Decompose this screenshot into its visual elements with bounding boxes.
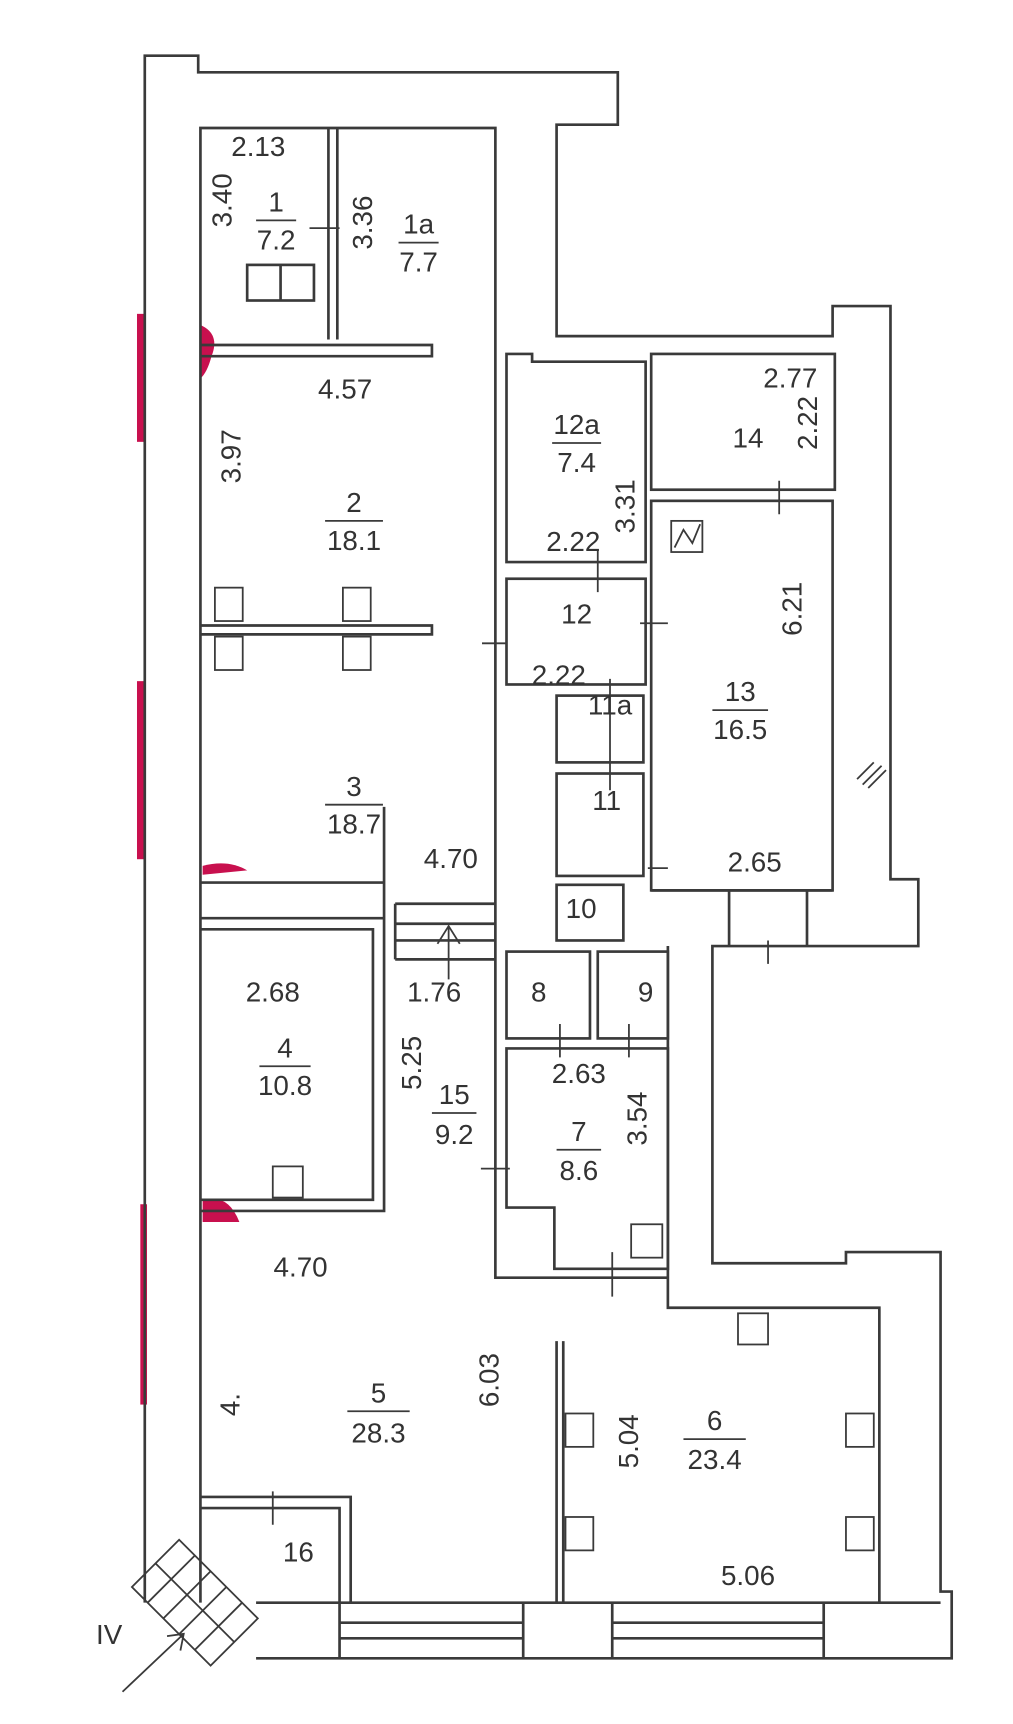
room-1a: 1a7.7 — [398, 209, 439, 278]
dimension: 5.04 — [613, 1414, 644, 1468]
dimension: 4. — [214, 1393, 245, 1416]
svg-text:9.2: 9.2 — [435, 1119, 474, 1150]
dimension: 5.25 — [396, 1036, 427, 1090]
room-7: 78.6 — [556, 1116, 602, 1186]
svg-text:15: 15 — [439, 1079, 470, 1110]
svg-text:28.3: 28.3 — [351, 1417, 405, 1448]
room-10: 10 — [566, 893, 597, 924]
room-14: 14 — [733, 422, 764, 453]
dimension: 1.76 — [407, 977, 461, 1008]
room-3: 318.7 — [325, 771, 383, 840]
dimension: 2.63 — [552, 1058, 606, 1089]
room-13: 13 16.5 — [712, 676, 769, 745]
svg-text:18.7: 18.7 — [327, 809, 381, 840]
svg-text:7.2: 7.2 — [257, 224, 296, 255]
dimension-labels: 2.13 3.40 3.36 4.57 3.97 4.70 3.31 2.22 … — [207, 131, 823, 1591]
svg-text:12a: 12a — [553, 409, 600, 440]
dimension: 2.65 — [728, 846, 782, 877]
svg-text:6: 6 — [707, 1405, 722, 1436]
room-15: 159.2 — [431, 1079, 477, 1150]
svg-text:8.6: 8.6 — [560, 1155, 599, 1186]
svg-text:1a: 1a — [403, 209, 434, 240]
room-8: 8 — [531, 977, 546, 1008]
dimension: 2.22 — [546, 526, 600, 557]
dimension: 3.97 — [215, 429, 246, 483]
svg-text:1: 1 — [268, 186, 283, 217]
dimension: 4.57 — [318, 373, 372, 404]
dimension: 3.36 — [347, 196, 378, 250]
svg-text:5: 5 — [371, 1377, 386, 1408]
room-1: 17.2 — [256, 186, 297, 255]
dimension: 3.40 — [207, 173, 238, 227]
walls — [143, 54, 954, 1660]
svg-text:16.5: 16.5 — [713, 714, 767, 745]
dimension: 2.22 — [792, 396, 823, 450]
svg-text:18.1: 18.1 — [327, 525, 381, 556]
room-11a: 11a — [588, 690, 633, 721]
room-4: 410.8 — [258, 1032, 312, 1101]
room-2: 218.1 — [325, 487, 383, 556]
room-9: 9 — [638, 977, 653, 1008]
dimension: 6.21 — [776, 582, 807, 636]
entrance-label: IV — [96, 1619, 123, 1650]
room-16: 16 — [283, 1537, 314, 1568]
dimension: 2.22 — [532, 659, 586, 690]
svg-text:7.4: 7.4 — [557, 447, 596, 478]
svg-text:4: 4 — [277, 1032, 292, 1063]
svg-text:23.4: 23.4 — [688, 1444, 742, 1475]
dimension: 3.54 — [622, 1091, 653, 1145]
dimension: 4.70 — [424, 843, 478, 874]
svg-text:13: 13 — [725, 676, 756, 707]
dimension: 2.13 — [231, 131, 285, 162]
room-12: 12 — [561, 598, 592, 629]
door-marks — [271, 227, 781, 1525]
svg-text:7.7: 7.7 — [399, 247, 438, 278]
dimension: 2.68 — [246, 977, 300, 1008]
svg-text:3: 3 — [346, 771, 361, 802]
radiators — [214, 586, 875, 1552]
svg-text:7: 7 — [571, 1116, 586, 1147]
dimension: 3.31 — [609, 479, 640, 533]
dimension: 6.03 — [474, 1353, 505, 1407]
dimension: 5.06 — [721, 1560, 775, 1591]
room-5: 528.3 — [347, 1377, 410, 1448]
room-labels: 17.2 1a7.7 218.1 318.7 410.8 528.3 623.4… — [256, 186, 769, 1568]
room-6: 623.4 — [683, 1405, 746, 1475]
svg-text:10.8: 10.8 — [258, 1070, 312, 1101]
svg-text:2: 2 — [346, 487, 361, 518]
dimension: 2.77 — [763, 362, 817, 393]
entrance — [121, 1538, 260, 1693]
dimension: 4.70 — [274, 1252, 328, 1283]
room-11: 11 — [592, 785, 621, 816]
